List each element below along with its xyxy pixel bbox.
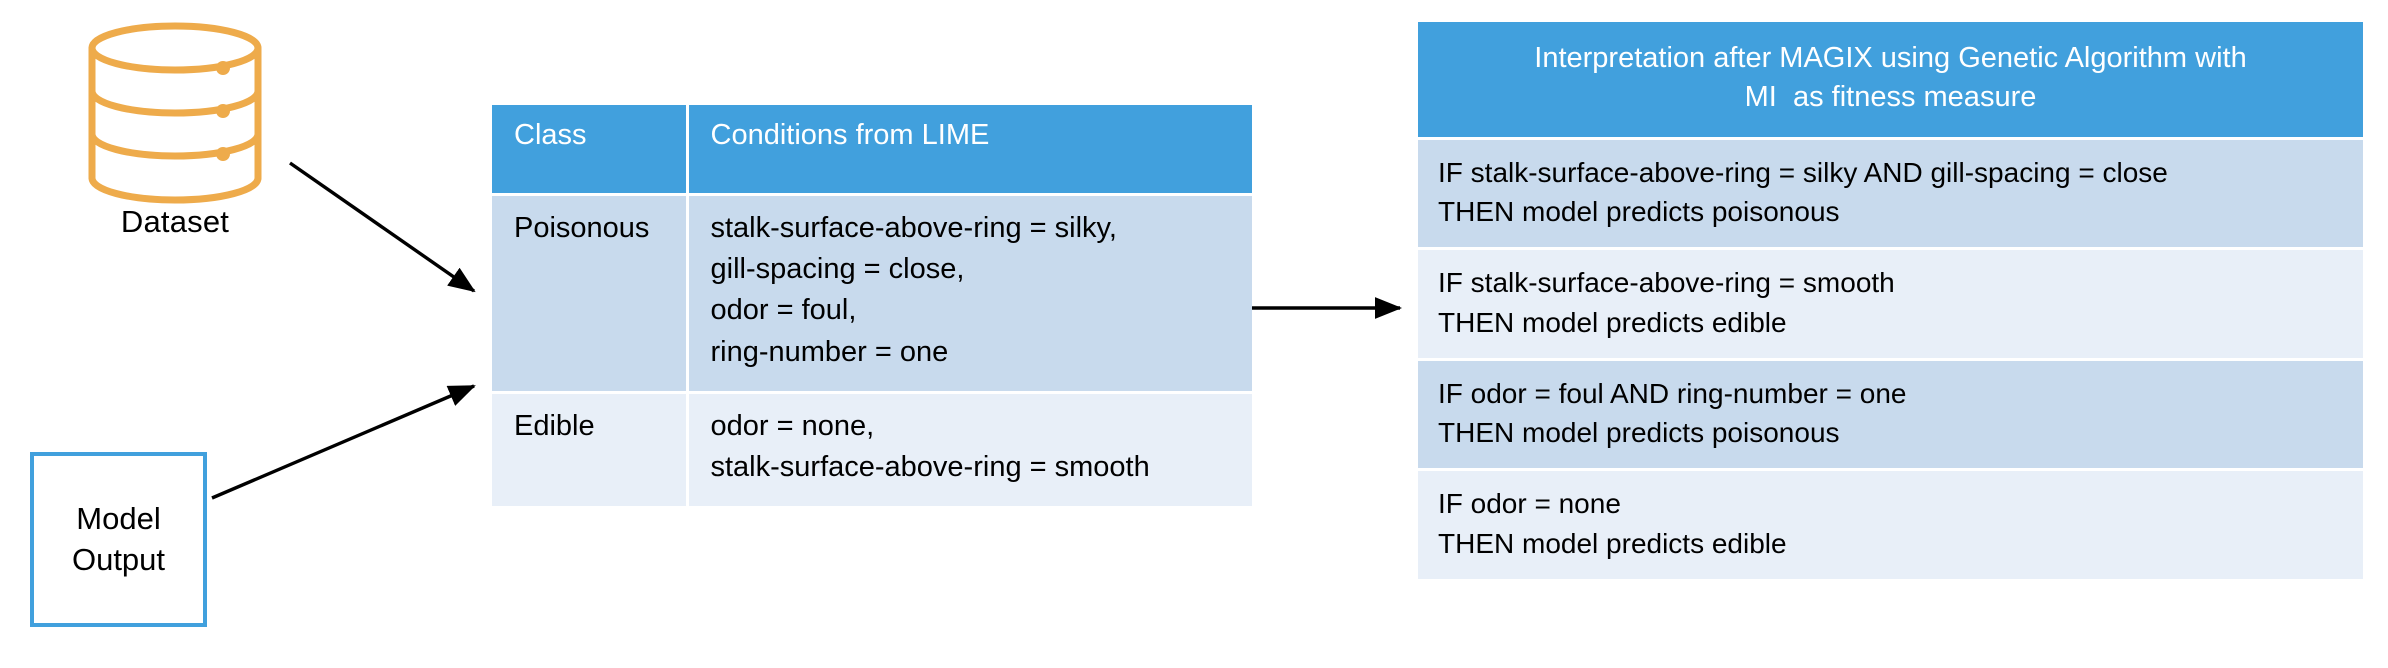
magix-interpretation-panel: Interpretation after MAGIX using Genetic…	[1418, 22, 2363, 579]
rule-if-line: IF stalk-surface-above-ring = smooth	[1438, 267, 1895, 299]
model-output-label-line1: Model	[76, 500, 161, 536]
table-row: Edible odor = none, stalk-surface-above-…	[492, 392, 1252, 507]
magix-panel-title: Interpretation after MAGIX using Genetic…	[1418, 22, 2363, 137]
condition-line: stalk-surface-above-ring = silky,	[710, 212, 1117, 244]
lime-conditions-table: Class Conditions from LIME Poisonous sta…	[492, 105, 1252, 507]
magix-rule-item: IF odor = none THEN model predicts edibl…	[1418, 468, 2363, 579]
rule-if-line: IF stalk-surface-above-ring = silky AND …	[1438, 156, 2168, 188]
cell-conditions-edible: odor = none, stalk-surface-above-ring = …	[687, 392, 1252, 507]
table-header-row: Class Conditions from LIME	[492, 105, 1252, 195]
rule-if-line: IF odor = none	[1438, 488, 1621, 520]
rule-then-line: THEN model predicts edible	[1438, 306, 1787, 338]
rule-then-line: THEN model predicts edible	[1438, 527, 1787, 559]
column-header-class: Class	[492, 105, 689, 195]
arrow-model-output-to-table-icon	[211, 384, 476, 500]
magix-rule-item: IF odor = foul AND ring-number = one THE…	[1418, 357, 2363, 469]
db-dot-icon	[216, 104, 230, 118]
magix-rule-item: IF stalk-surface-above-ring = silky AND …	[1418, 136, 2363, 248]
condition-line: odor = foul,	[710, 294, 857, 327]
dataset-node: Dataset	[60, 18, 290, 268]
db-dot-icon	[216, 61, 230, 75]
condition-line: ring-number = one	[710, 335, 949, 368]
model-output-box: Model Output	[30, 452, 207, 627]
condition-line: stalk-surface-above-ring = smooth	[710, 450, 1150, 483]
cell-conditions-poisonous: stalk-surface-above-ring = silky, gill-s…	[687, 194, 1252, 393]
rule-if-line: IF odor = foul AND ring-number = one	[1438, 377, 1907, 409]
rule-then-line: THEN model predicts poisonous	[1438, 417, 1840, 449]
condition-line: gill-spacing = close,	[710, 253, 965, 286]
rule-then-line: THEN model predicts poisonous	[1438, 196, 1840, 228]
cell-class-poisonous: Poisonous	[492, 194, 689, 393]
arrow-dataset-to-table-icon	[289, 161, 476, 293]
column-header-conditions: Conditions from LIME	[687, 105, 1252, 195]
dataset-label: Dataset	[120, 204, 230, 239]
table-row: Poisonous stalk-surface-above-ring = sil…	[492, 194, 1252, 393]
db-dot-icon	[216, 147, 230, 161]
magix-rule-item: IF stalk-surface-above-ring = smooth THE…	[1418, 247, 2363, 358]
database-cylinder-icon	[88, 22, 262, 204]
cell-class-edible: Edible	[492, 392, 689, 507]
condition-line: odor = none,	[710, 409, 875, 442]
model-output-label-line2: Output	[71, 541, 166, 577]
